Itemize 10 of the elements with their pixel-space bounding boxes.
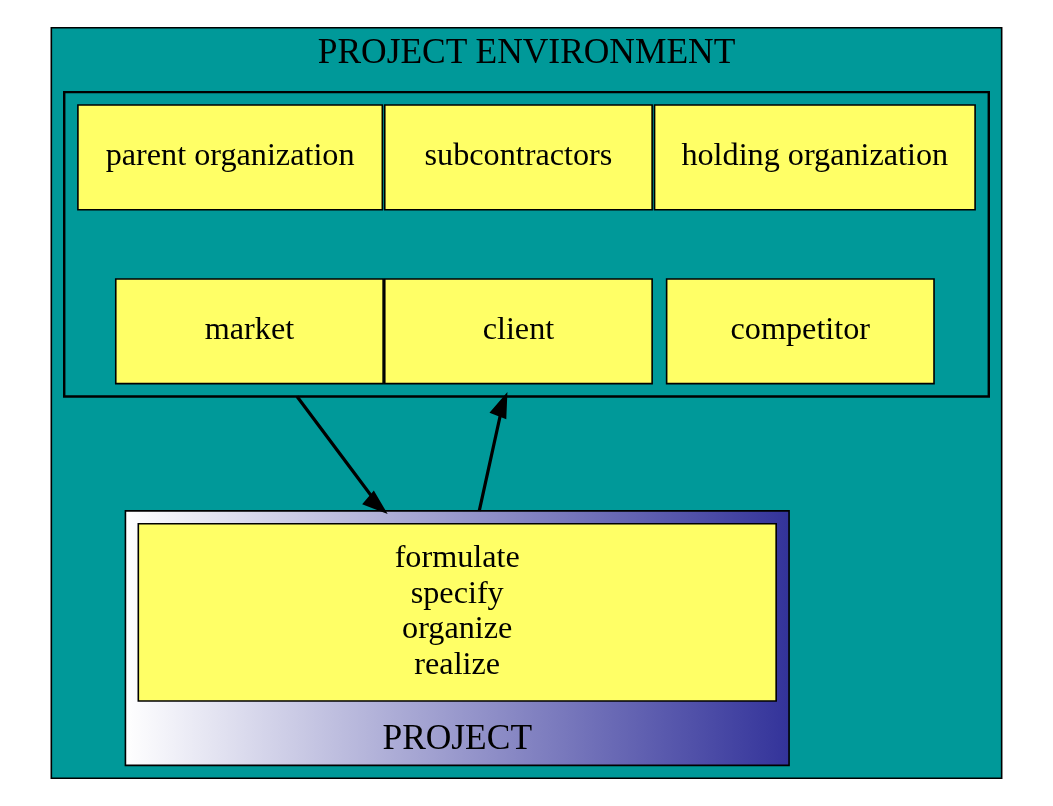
cluster (63, 90, 990, 398)
node-box: parent organization (77, 104, 384, 211)
node-box: subcontractors (383, 104, 653, 211)
node-box: competitor (665, 278, 935, 385)
arrow (477, 392, 508, 512)
node-box: market (114, 278, 384, 385)
node-box: formulate specify organize realize (137, 523, 777, 702)
arrow (295, 395, 388, 515)
node-box: client (383, 278, 653, 385)
node-box: holding organization (653, 104, 976, 211)
